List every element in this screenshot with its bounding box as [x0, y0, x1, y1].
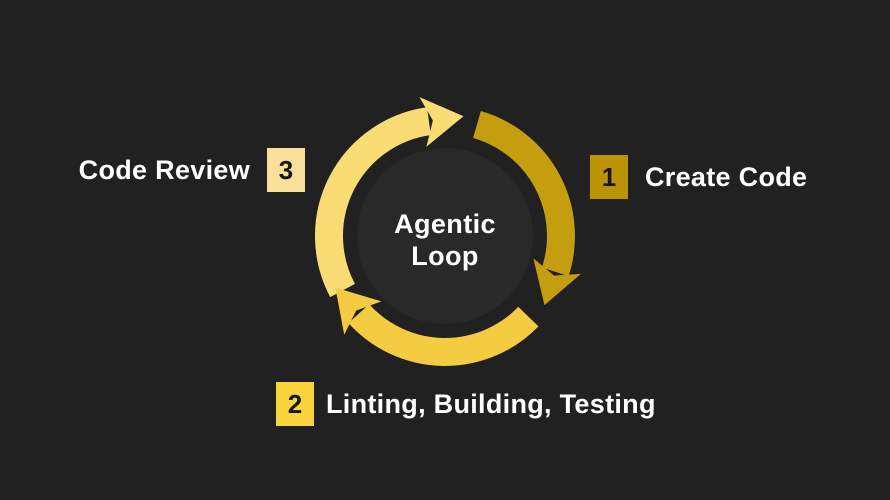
loop-arrowhead-left-icon [335, 287, 382, 335]
loop-arrowhead-bottom-right-icon [533, 258, 581, 306]
step-3-label: Code Review [78, 154, 250, 185]
step-2-badge: 2 [276, 382, 314, 426]
step-3: Code Review 3 [79, 148, 305, 192]
step-1-label: Create Code [645, 161, 808, 192]
loop-segment-linting-arc [348, 303, 539, 366]
loop-center-title-line2: Loop [411, 241, 479, 271]
loop-segment-create-code-arc [472, 111, 575, 277]
step-2: 2 Linting, Building, Testing [276, 382, 656, 426]
loop-center-title: Agentic Loop [345, 208, 545, 272]
step-3-badge: 3 [267, 148, 305, 192]
step-2-label: Linting, Building, Testing [326, 388, 656, 419]
loop-segment-code-review-arc [315, 107, 432, 298]
loop-inner-circle [357, 148, 533, 324]
loop-arrowhead-top-icon [419, 97, 464, 147]
step-1-badge: 1 [590, 155, 628, 199]
loop-center-title-line1: Agentic [394, 209, 496, 239]
step-1: 1 Create Code [590, 155, 807, 199]
